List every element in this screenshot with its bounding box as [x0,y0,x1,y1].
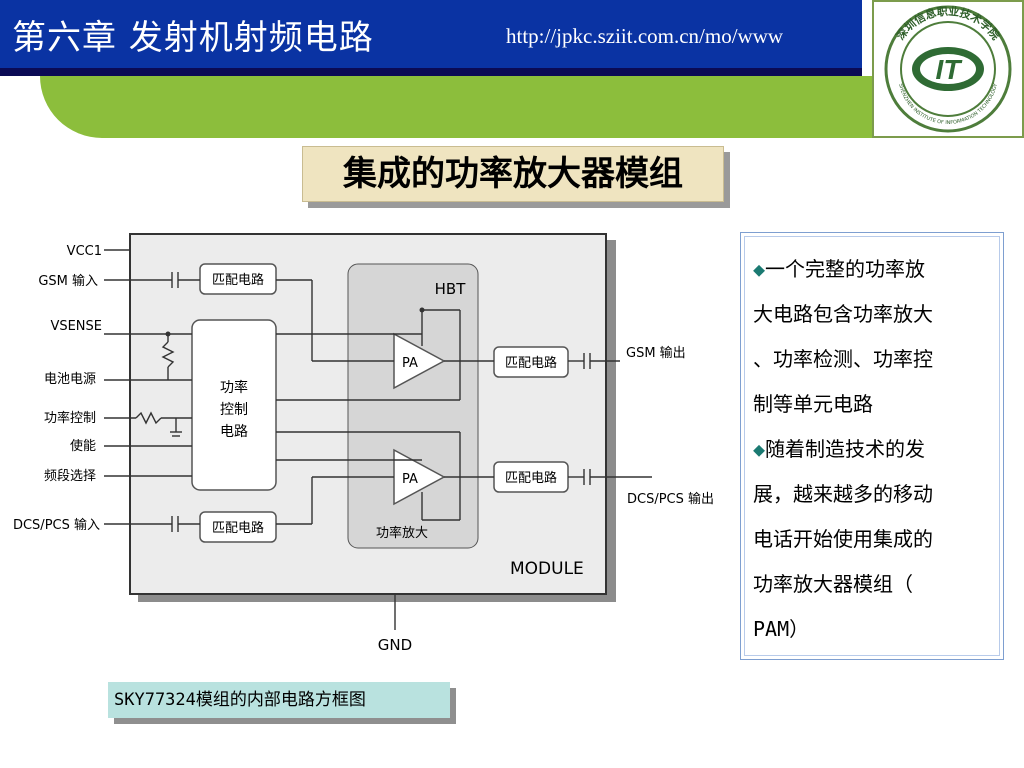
vcc1-label: VCC1 [67,244,102,259]
paragraph-1: ◆一个完整的功率放 大电路包含功率放大 、功率检测、功率控 制等单元电路 [753,257,933,416]
logo-center-text: IT [936,54,964,85]
college-seal-logo: 深圳信息职业技术学院 SHENZHEN INSTITUTE OF INFORMA… [884,4,1012,133]
match-box-gsm-out [493,346,569,378]
enable-label: 使能 [70,438,96,454]
match-label: 匹配电路 [212,520,264,536]
header-bar: 第六章 发射机射频电路 http://jpkc.sziit.com.cn/mo/… [0,0,862,76]
hbt-box [347,263,479,549]
logo-box: 深圳信息职业技术学院 SHENZHEN INSTITUTE OF INFORMA… [872,0,1024,138]
slide-title: 集成的功率放大器模组 [302,146,724,202]
module-label: MODULE [510,559,584,579]
battery-label: 电池电源 [44,372,96,387]
ctrl-label-1: 功率 [220,379,248,396]
diagram-caption: SKY77324模组的内部电路方框图 [108,682,450,718]
gsm-out-label: GSM 输出 [626,345,686,361]
vsense-label: VSENSE [50,319,102,334]
header-url: http://jpkc.sziit.com.cn/mo/www [506,24,784,48]
gsm-in-label: GSM 输入 [38,273,98,289]
ctrl-label-2: 控制 [220,402,248,418]
paragraph-2: ◆随着制造技术的发 展，越来越多的移动 电话开始使用集成的 功率放大器模组（ P… [753,437,933,641]
chapter-title: 第六章 发射机射频电路 [12,18,374,58]
pa-label: PA [402,356,418,371]
decorative-green-band [40,76,872,138]
pa-label: PA [402,472,418,487]
match-box-dcs-in [199,511,277,543]
match-box-gsm-in [199,263,277,295]
description-textbox: ◆一个完整的功率放 大电路包含功率放大 、功率检测、功率控 制等单元电路 ◆随着… [740,232,1004,660]
band-select-label: 频段选择 [44,469,96,484]
hbt-label: HBT [435,280,467,298]
gnd-label: GND [378,636,412,654]
pam-block-diagram: HBT 功率放大 功率 控制 电路 匹配电路 匹配电路 匹配电路 匹配电路 PA… [0,210,730,670]
match-label: 匹配电路 [212,272,264,288]
match-label: 匹配电路 [505,355,557,371]
amp-label: 功率放大 [376,525,428,541]
dcs-pcs-in-label: DCS/PCS 输入 [13,517,100,533]
dcs-pcs-out-label: DCS/PCS 输出 [627,491,714,507]
diamond-bullet-icon: ◆ [753,257,766,281]
ctrl-label-3: 电路 [220,424,248,440]
diamond-bullet-icon: ◆ [753,437,766,461]
match-label: 匹配电路 [505,470,557,486]
power-control-label: 功率控制 [44,410,96,426]
circuit-wiring [104,249,652,630]
control-circuit-box [191,319,277,491]
